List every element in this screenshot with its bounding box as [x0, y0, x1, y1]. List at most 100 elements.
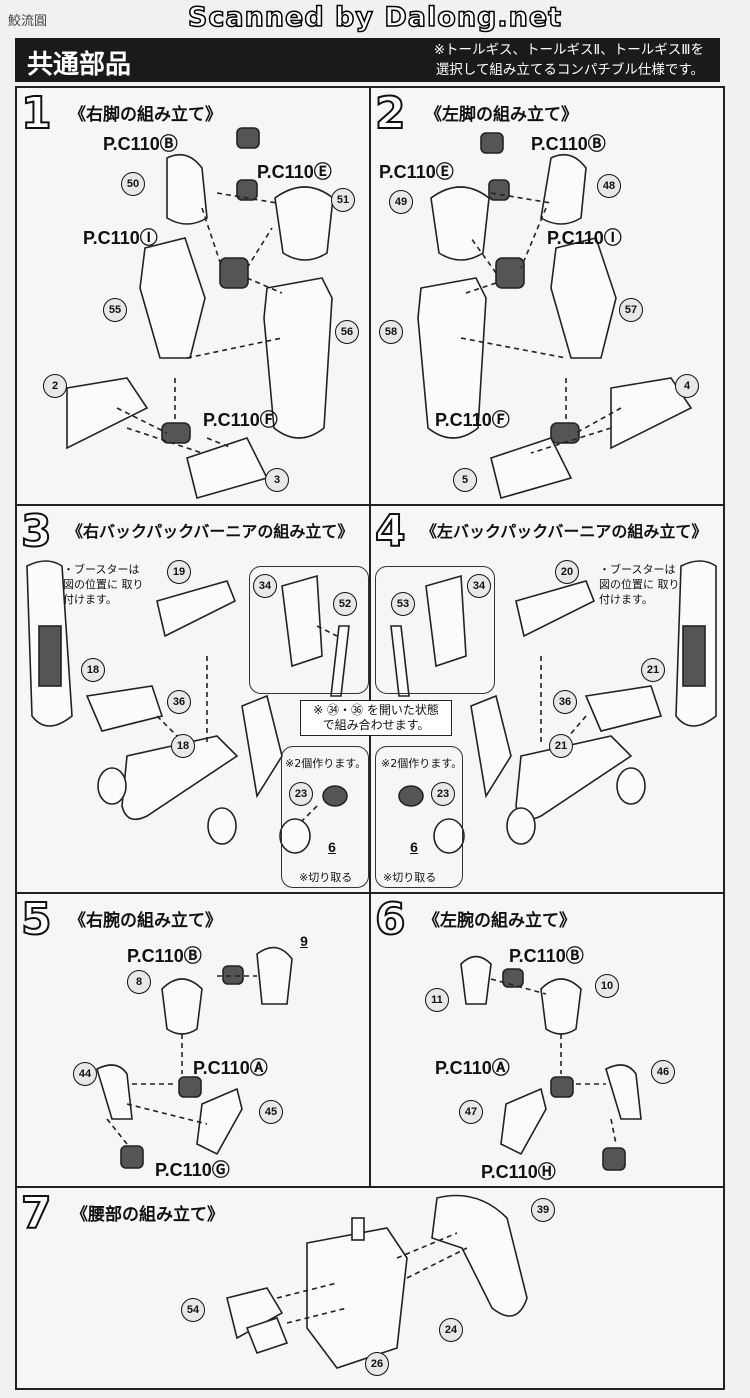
step-4-illustration: [390, 560, 717, 854]
step-3-title: 《右バックパックバーニアの組み立て》: [67, 522, 354, 541]
step-5-title: 《右腕の組み立て》: [69, 911, 222, 931]
part-number: 26: [365, 1352, 389, 1376]
step-3-detail-box-bottom: [281, 746, 369, 888]
part-number: 6: [328, 839, 336, 855]
step-2-number: 2: [374, 88, 407, 139]
part-label-b: P.C110Ⓑ: [509, 946, 584, 966]
part-number: 39: [531, 1198, 555, 1222]
step-3-panel: 3 《右バックパックバーニアの組み立て》 ・ブースターは 図の位置に 取り付けま…: [15, 504, 371, 894]
part-number: 50: [121, 172, 145, 196]
part-number: 36: [553, 690, 577, 714]
cut-note: ※切り取る: [383, 871, 437, 884]
part-number: 53: [391, 592, 415, 616]
part-label-h: P.C110Ⓗ: [481, 1162, 556, 1182]
part-number: 10: [595, 974, 619, 998]
make-two-note: ※2個作ります。: [381, 757, 463, 770]
center-assembly-note: ※ ㉞・㊱ を開いた状態 で組み合わせます。: [300, 700, 452, 736]
part-label-i: P.C110Ⓘ: [547, 228, 622, 248]
step-7-number: 7: [20, 1188, 53, 1239]
step-5-number: 5: [20, 894, 53, 945]
make-two-note: ※2個作ります。: [285, 757, 367, 770]
part-label-i: P.C110Ⓘ: [83, 228, 158, 248]
step-3-illustration: [26, 560, 350, 854]
part-number: 24: [439, 1318, 463, 1342]
part-number: 34: [467, 574, 491, 598]
step-1-panel: 1 《右脚の組み立て》 P.C110Ⓑ P.C110Ⓔ P.C110Ⓘ P.C1…: [15, 86, 371, 506]
part-label-b: P.C110Ⓑ: [531, 134, 606, 154]
part-number: 21: [641, 658, 665, 682]
booster-note: ・ブースターは 図の位置に 取り付けます。: [63, 563, 144, 606]
part-number: 2: [43, 374, 67, 398]
step-2-illustration: [417, 132, 693, 499]
step-4-panel: 4 《左バックパックバーニアの組み立て》 ・ブースターは 図の位置に 取り付けま…: [369, 504, 725, 894]
part-number: 55: [103, 298, 127, 322]
part-number: 6: [410, 839, 418, 855]
part-number: 23: [431, 782, 455, 806]
part-number: 44: [73, 1062, 97, 1086]
header-note-line1: ※トールギス、トールギスⅡ、トールギスⅢを: [433, 42, 704, 58]
part-label-b: P.C110Ⓑ: [127, 946, 202, 966]
part-number: 23: [289, 782, 313, 806]
part-number: 34: [253, 574, 277, 598]
part-label-a: P.C110Ⓐ: [193, 1058, 268, 1078]
cut-note: ※切り取る: [299, 871, 353, 884]
step-1-number: 1: [20, 88, 53, 139]
part-number: 3: [265, 468, 289, 492]
part-number: 5: [453, 468, 477, 492]
part-number: 18: [81, 658, 105, 682]
part-number: 20: [555, 560, 579, 584]
part-number: 47: [459, 1100, 483, 1124]
step-5-illustration: [96, 946, 293, 1169]
step-4-number: 4: [374, 506, 407, 557]
header-title: 共通部品: [27, 50, 132, 80]
step-7-panel: 7 《腰部の組み立て》 39 54 24 26: [15, 1186, 725, 1390]
part-number: 11: [425, 988, 449, 1012]
part-number: 18: [171, 734, 195, 758]
step-7-illustration: [226, 1194, 528, 1369]
header-bar: 共通部品 ※トールギス、トールギスⅡ、トールギスⅢを 選択して組み立てるコンパチ…: [15, 38, 720, 82]
step-5-panel: 5 《右腕の組み立て》 P.C110Ⓑ P.C110Ⓐ P.C110Ⓖ 9 8 …: [15, 892, 371, 1188]
part-number: 49: [389, 190, 413, 214]
step-6-illustration: [460, 955, 642, 1171]
step-6-panel: 6 《左腕の組み立て》 P.C110Ⓑ P.C110Ⓐ P.C110Ⓗ 11 1…: [369, 892, 725, 1188]
part-number: 57: [619, 298, 643, 322]
watermark-top: Scanned by Dalong.net: [187, 1, 563, 34]
center-note-line2: で組み合わせます。: [322, 718, 430, 732]
part-label-b: P.C110Ⓑ: [103, 134, 178, 154]
part-label-f: P.C110Ⓕ: [435, 410, 510, 430]
part-label-f: P.C110Ⓕ: [203, 410, 278, 430]
part-number: 8: [127, 970, 151, 994]
step-4-detail-box-bottom: [375, 746, 463, 888]
part-number: 48: [597, 174, 621, 198]
step-3-detail-box-top: [249, 566, 369, 694]
step-7-title: 《腰部の組み立て》: [71, 1205, 224, 1225]
booster-note: ・ブースターは 図の位置に 取り付けます。: [599, 563, 680, 606]
part-number: 21: [549, 734, 573, 758]
part-number: 54: [181, 1298, 205, 1322]
watermark-left: 鮫流圓: [8, 14, 48, 29]
step-1-illustration: [66, 127, 334, 499]
step-4-title: 《左バックパックバーニアの組み立て》: [421, 522, 708, 541]
header-note-line2: 選択して組み立てるコンパチブル仕様です。: [435, 62, 704, 78]
part-label-e: P.C110Ⓔ: [379, 162, 454, 182]
step-6-number: 6: [374, 894, 407, 945]
part-number: 51: [331, 188, 355, 212]
step-6-title: 《左腕の組み立て》: [423, 911, 576, 931]
part-number: 9: [300, 933, 308, 949]
part-label-g: P.C110Ⓖ: [155, 1160, 230, 1180]
step-2-panel: 2 《左脚の組み立て》 P.C110Ⓑ P.C110Ⓔ P.C110Ⓘ P.C1…: [369, 86, 725, 506]
part-number: 46: [651, 1060, 675, 1084]
part-number: 4: [675, 374, 699, 398]
part-number: 45: [259, 1100, 283, 1124]
part-number: 56: [335, 320, 359, 344]
part-number: 58: [379, 320, 403, 344]
part-label-a: P.C110Ⓐ: [435, 1058, 510, 1078]
part-number: 19: [167, 560, 191, 584]
part-number: 52: [333, 592, 357, 616]
part-number: 36: [167, 690, 191, 714]
step-2-title: 《左脚の組み立て》: [425, 105, 578, 125]
header-note: ※トールギス、トールギスⅡ、トールギスⅢを 選択して組み立てるコンパチブル仕様で…: [434, 40, 704, 80]
step-3-number: 3: [20, 506, 53, 557]
part-label-e: P.C110Ⓔ: [257, 162, 332, 182]
step-1-title: 《右脚の組み立て》: [69, 105, 222, 125]
